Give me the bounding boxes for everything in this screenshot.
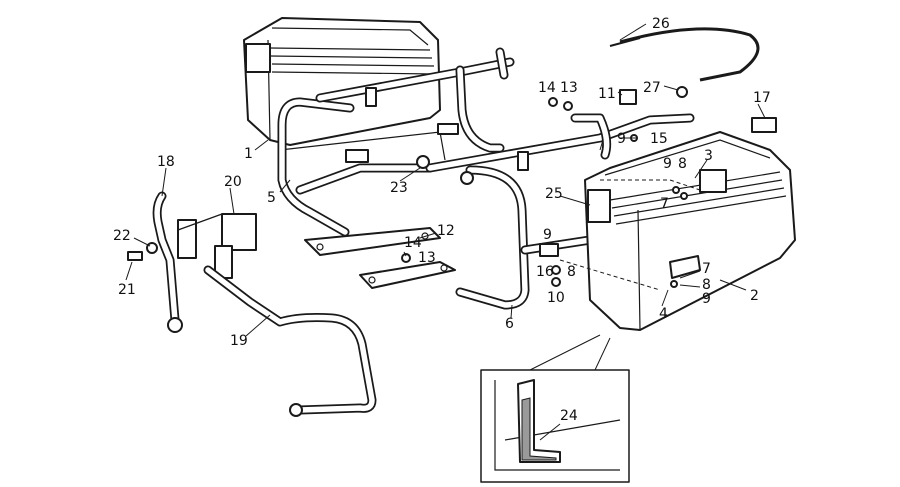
callout-1: 1: [244, 146, 253, 162]
callout-9-latch: 9: [702, 291, 711, 307]
callout-7-upper: 7: [660, 196, 669, 212]
callout-26: 26: [652, 16, 670, 32]
mounting-plate-upper: [304, 227, 441, 256]
callout-12: 12: [437, 223, 455, 239]
callout-3: 3: [704, 148, 713, 164]
callout-19: 19: [230, 333, 248, 349]
screw-8-lower: [670, 280, 678, 288]
callout-16: 16: [536, 264, 554, 280]
callout-8-middle: 8: [567, 264, 576, 280]
callout-9-bracket: 9: [543, 227, 552, 243]
right-case-latch: [669, 255, 701, 279]
nut-27: [676, 86, 688, 98]
inset-detail: [480, 334, 630, 483]
right-case-hinge: [587, 189, 611, 223]
plate-9-lower: [539, 243, 559, 257]
front-support-arm: [152, 191, 183, 333]
nut-13-upper: [563, 101, 573, 111]
nut-13-lower: [401, 253, 411, 263]
callout-18: 18: [157, 154, 175, 170]
left-frame-tab: [345, 149, 369, 163]
mounting-plate-lower: [359, 261, 456, 289]
right-carrier-frame: [425, 113, 695, 310]
callout-24: 24: [560, 408, 578, 424]
callout-9-case: 9: [663, 156, 672, 172]
callout-14-upper: 14: [538, 80, 556, 96]
rubber-pad-11: [619, 89, 637, 105]
left-frame-tab-2: [437, 123, 459, 135]
right-pannier-case: [559, 131, 796, 331]
callout-9-frame: 9: [617, 131, 626, 147]
lower-support-tube: [203, 265, 377, 417]
washer-16: [551, 265, 561, 275]
left-frame-clamp: [365, 87, 377, 107]
washer-23: [416, 155, 430, 169]
callout-5: 5: [267, 190, 276, 206]
callout-6: 6: [505, 316, 514, 332]
right-frame-end-cap: [460, 171, 474, 185]
callout-labels: 1 2 3 4 5 6 7 7 8 8 8 9 9 9 9 10 11 12 1…: [113, 16, 771, 424]
rubber-strip-24: [521, 397, 557, 461]
callout-13-upper: 13: [560, 80, 578, 96]
callout-10: 10: [547, 290, 565, 306]
mounting-bracket: [221, 213, 257, 251]
nut-14-upper: [548, 97, 558, 107]
bracket-assembly: [177, 213, 257, 279]
screw-9-upper: [672, 186, 680, 194]
callout-21: 21: [118, 282, 136, 298]
right-case-lock: [699, 169, 727, 193]
callout-8-upper: 8: [678, 156, 687, 172]
callout-8-lower: 8: [702, 277, 711, 293]
left-case-hinge: [245, 43, 271, 73]
right-frame-clamp: [517, 151, 529, 171]
callout-22: 22: [113, 228, 131, 244]
callout-15: 15: [650, 131, 668, 147]
callout-25: 25: [545, 186, 563, 202]
callout-20: 20: [224, 174, 242, 190]
lock-17: [751, 117, 777, 133]
screw-8-upper: [680, 192, 688, 200]
callout-4: 4: [659, 306, 668, 322]
release-cable: [609, 27, 760, 82]
callout-17: 17: [753, 90, 771, 106]
callout-13-lower: 13: [418, 250, 436, 266]
leader-lines: [125, 23, 766, 441]
left-carrier-frame: [277, 47, 515, 237]
callout-11: 11: [598, 86, 616, 102]
bolt-21: [127, 251, 143, 261]
callout-2: 2: [750, 288, 759, 304]
callout-23: 23: [390, 180, 408, 196]
callout-14-lower: 14: [404, 235, 422, 251]
callout-27: 27: [643, 80, 661, 96]
washer-22: [146, 242, 158, 254]
callout-7-lower: 7: [702, 261, 711, 277]
nut-10: [551, 277, 561, 287]
